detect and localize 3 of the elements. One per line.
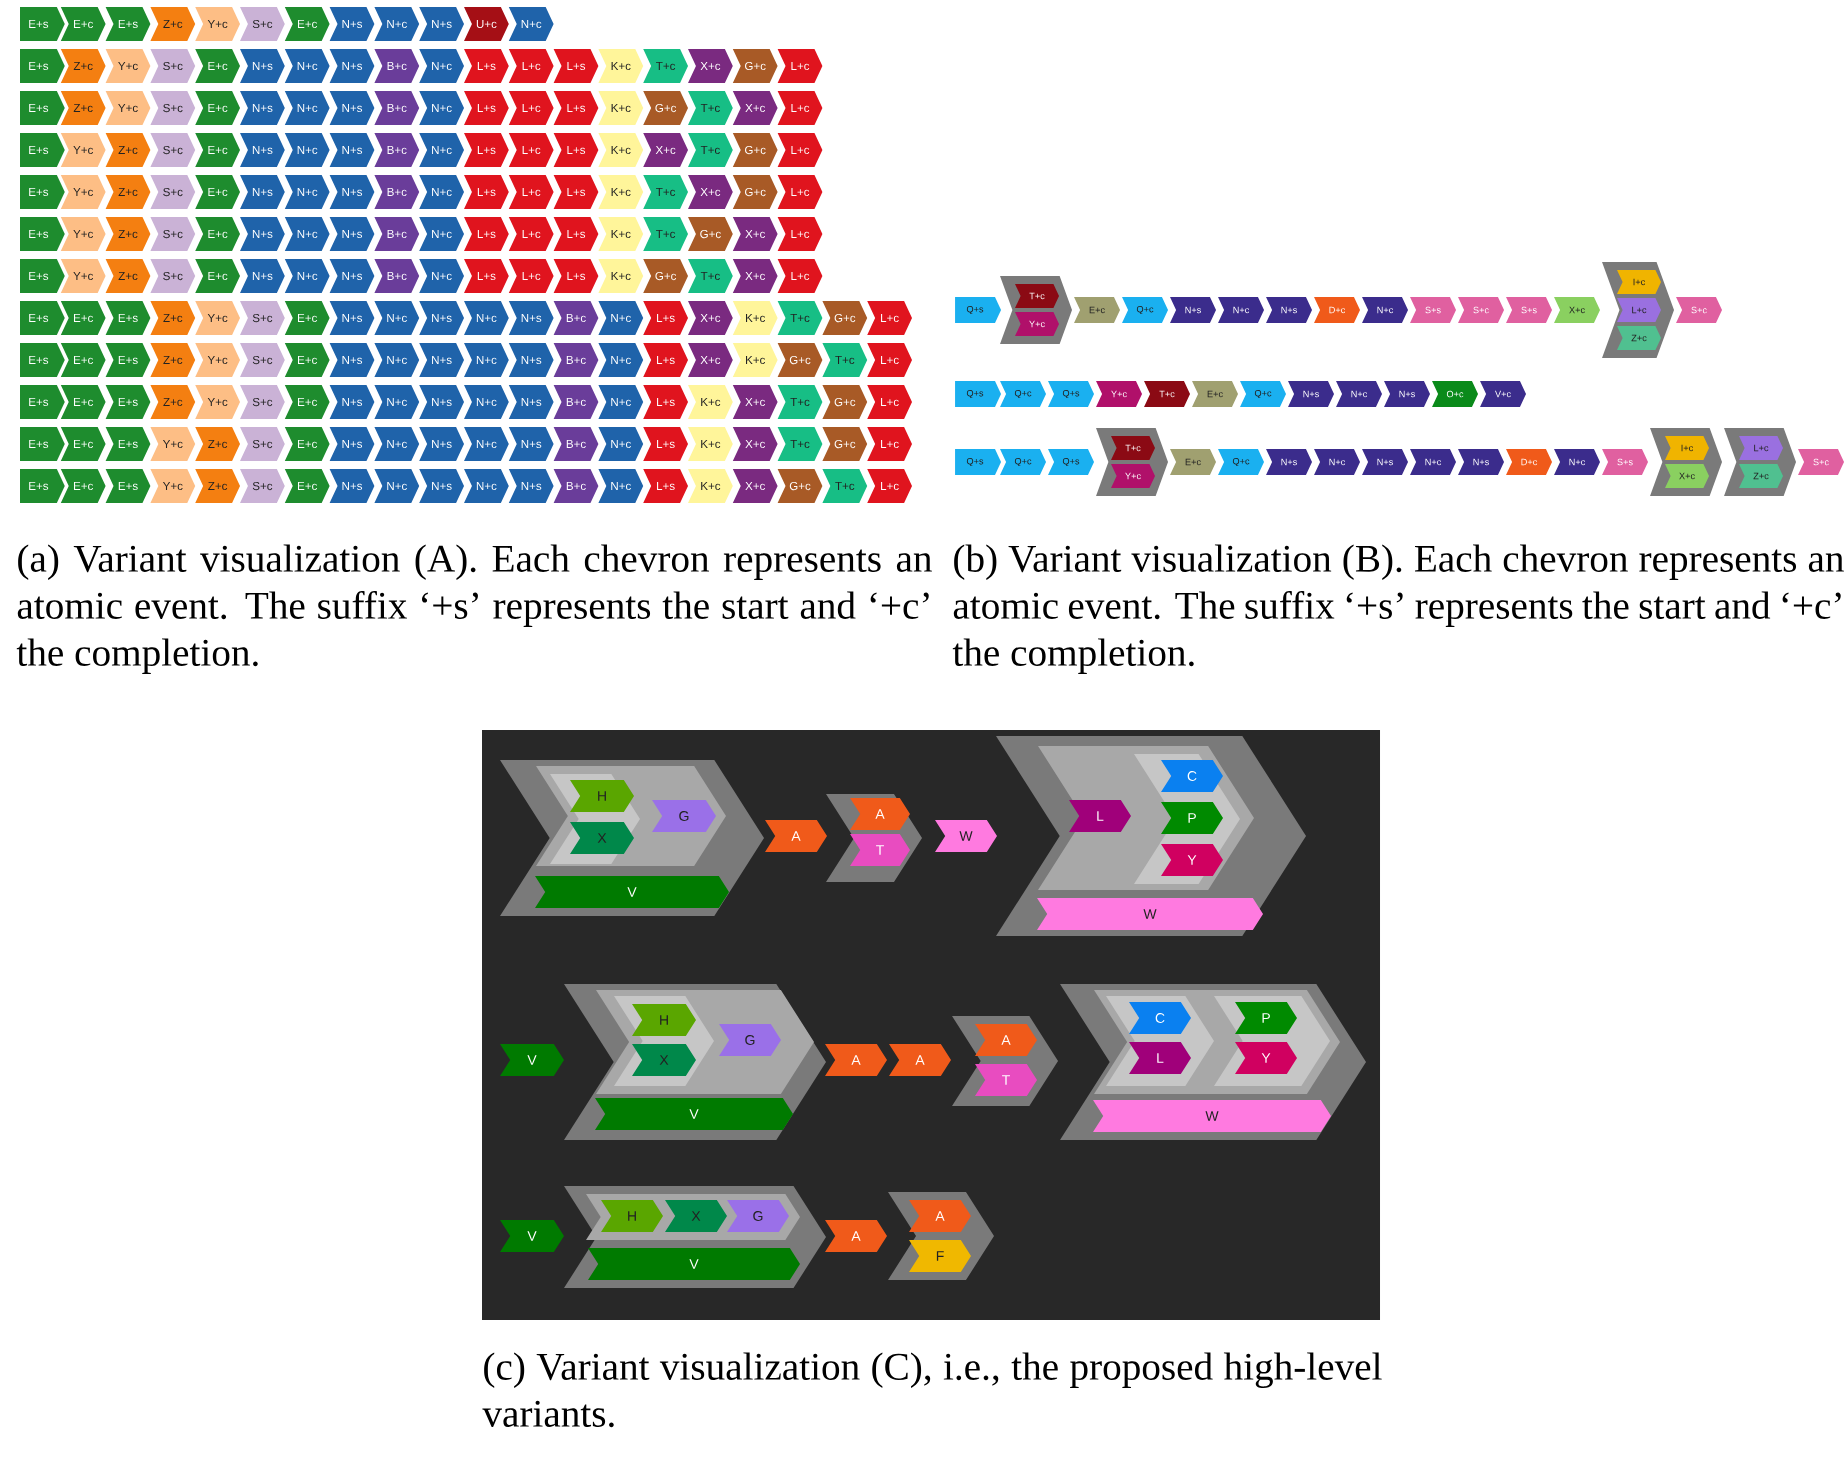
caption: (c) Variant visualization (C), i.e., the proposed high-level variants. (482, 1352, 1382, 1428)
caption: (a) Variant visualization (A). Each chevron represents an atomic event. The suffix ‘+s’ represents the start and ‘+c’ the completion. (16, 544, 932, 674)
caption: (b) Variant visualization (B). Each chevron represents an atomic event. The suffix ‘+s’ represents the start and ‘+c’ the completion. (952, 544, 1844, 674)
